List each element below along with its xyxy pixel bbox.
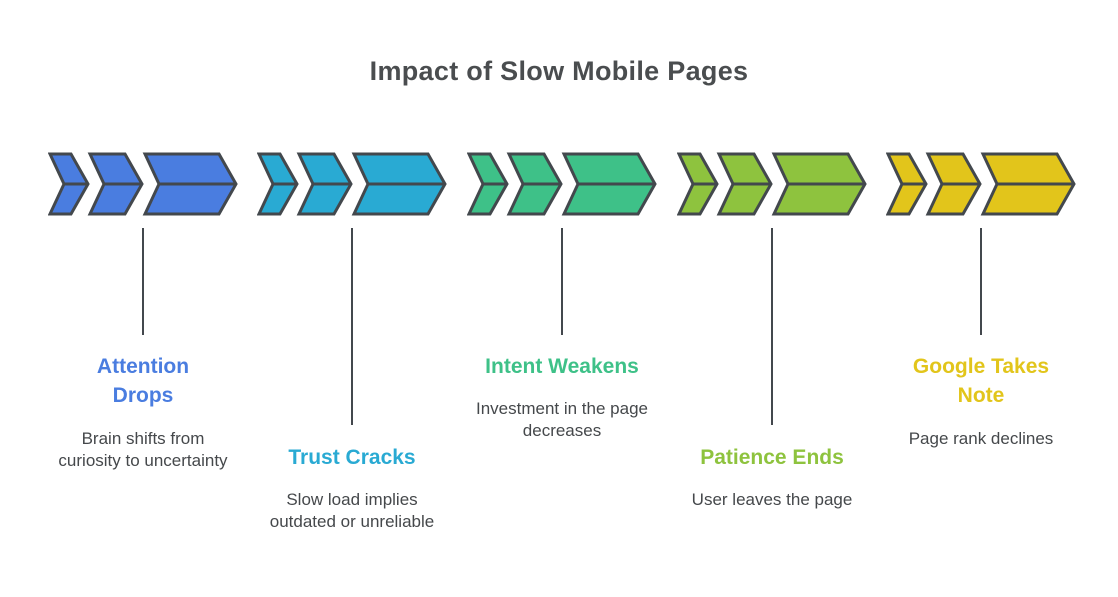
stage-description: Slow load implies outdated or unreliable	[269, 490, 435, 531]
stage-label: Attention Drops	[96, 355, 190, 407]
chevron-arrows-icon	[467, 152, 657, 216]
stage-description: Page rank declines	[908, 429, 1054, 448]
stage-google-takes-note: Google Takes Note Page rank declines	[876, 152, 1086, 582]
connector-line	[980, 228, 982, 335]
stage-intent-weakens: Intent Weakens Investment in the page de…	[457, 152, 667, 582]
stage-trust-cracks: Trust Cracks Slow load implies outdated …	[247, 152, 457, 582]
stage-label: Intent Weakens	[485, 355, 639, 378]
connector-line	[142, 228, 144, 335]
connector-line	[771, 228, 773, 425]
chevron-arrows-icon	[257, 152, 447, 216]
stage-label: Trust Cracks	[288, 446, 416, 469]
stage-description: User leaves the page	[691, 490, 853, 509]
stage-label: Google Takes Note	[912, 355, 1050, 407]
connector-line	[351, 228, 353, 425]
stage-patience-ends: Patience Ends User leaves the page	[667, 152, 877, 582]
chevron-arrows-icon	[677, 152, 867, 216]
stage-attention-drops: Attention Drops Brain shifts from curios…	[38, 152, 248, 582]
page-title: Impact of Slow Mobile Pages	[369, 56, 749, 86]
chevron-arrows-icon	[48, 152, 238, 216]
connector-line	[561, 228, 563, 335]
stage-description: Brain shifts from curiosity to uncertain…	[58, 429, 228, 470]
stage-description: Investment in the page decreases	[475, 399, 648, 440]
stage-label: Patience Ends	[700, 446, 844, 469]
chevron-arrows-icon	[886, 152, 1076, 216]
